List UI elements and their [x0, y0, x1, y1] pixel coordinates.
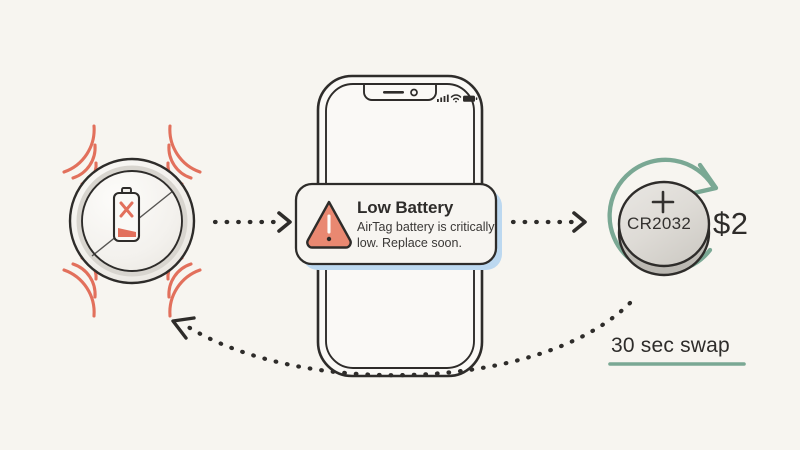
notification-card[interactable]	[294, 182, 502, 270]
dotted-arrow-airtag-to-phone	[212, 211, 292, 233]
notification-body-line-2: low. Replace soon.	[357, 236, 462, 250]
dotted-curved-return-arrow	[171, 300, 633, 378]
battery-icon	[463, 95, 478, 102]
signal-wave-arcs	[62, 124, 202, 318]
coin-face	[617, 180, 711, 268]
plus-terminal-icon	[651, 190, 675, 214]
notification-title: Low Battery	[357, 198, 454, 217]
dotted-arrow-phone-to-coin	[510, 211, 587, 233]
wifi-icon	[450, 94, 462, 103]
airtag-inner-outline	[81, 170, 183, 272]
notch-speaker-camera	[363, 85, 437, 101]
coin-battery-graphic	[607, 157, 719, 277]
front-camera-icon	[410, 88, 418, 97]
airtag-graphic	[62, 124, 202, 318]
swap-time-label: 30 sec swap	[611, 334, 730, 357]
battery-low-fill	[118, 228, 136, 237]
warning-triangle-icon	[306, 200, 352, 249]
signal-bars-icon	[437, 94, 449, 102]
coin-price-label: $2	[713, 206, 749, 241]
status-bar-icons	[437, 94, 478, 103]
notification-body-line-1: AirTag battery is critically	[357, 220, 495, 234]
airtag-inner-ring	[76, 165, 188, 277]
coin-model-label: CR2032	[627, 214, 692, 233]
battery-x-mark	[119, 201, 134, 218]
dead-battery-icon	[112, 187, 141, 243]
earpiece-speaker-icon	[383, 91, 404, 94]
